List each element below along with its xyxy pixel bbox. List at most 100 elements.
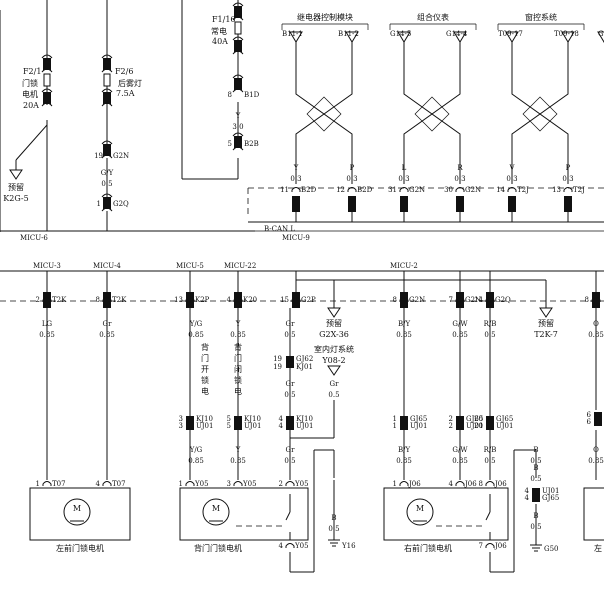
b-wire3-size: 0.5 [530,523,541,531]
kj10-1-p2: 5 [227,422,231,430]
fuse1-name-0: 门锁 [22,78,38,88]
motor-conn-0-pin: 1 [36,480,40,488]
bottom-wire-7-color: R/B [484,320,497,328]
gj65-2-p2: 20 [474,422,483,430]
motor-title-1: 背门门锁电机 [194,543,242,553]
mid-wire-color: Gr [286,380,296,388]
motor-conn-3-label: Y05 [242,480,257,488]
motor-conn-5-pin: 1 [393,480,397,488]
bottom-conn-block-1 [103,292,111,308]
top-conn-0-pin: 11 [280,186,289,194]
lower-wire-7-size: 0.85 [588,457,604,465]
fuse1-id: F2/1 [23,67,41,76]
fuse-f2-1-top [43,58,51,70]
gj65-2-n2: UJ01 [496,422,513,430]
bottom-conn-7-label: G2Q [495,296,511,304]
top-pin-5: T09-18 [554,30,579,38]
kj62-block [286,356,294,368]
reserve-t2k-1: T2K-7 [534,330,558,339]
lower-conn-1-pin: 7 [479,542,483,550]
micu6-label: MICU-6 [20,234,48,242]
pin-triangle-3 [453,31,467,43]
pin-triangle-4 [505,31,519,43]
kj10-1 [234,416,242,430]
bottom-conn-2-label: K2P [195,296,210,304]
micu-1: MICU-4 [93,262,121,270]
wire-y-30-color: Y [235,112,241,120]
room-light-label-0: 室内灯系统 [314,344,354,354]
back-open-label-1: 门 [201,353,209,363]
b1d-pin: 8 [228,91,232,99]
pin-triangle-6 [597,31,604,43]
motor-letter-0: M [73,504,81,513]
top-conn-2-pin: 31 [388,186,397,194]
gj65-0 [400,416,408,430]
b2b-pin: 5 [228,140,232,148]
kj10-2-n2: UJ01 [296,422,313,430]
motor-letter-1: M [212,504,220,513]
motor-conn-1-pin: 4 [96,480,101,488]
top-wire-4-size: 0.3 [506,175,517,183]
fuse3-name-0: 常电 [211,26,227,36]
uj01-block [532,488,540,502]
kj10-1-n1: KJ10 [244,415,261,423]
top-wire-1-color: P [350,164,355,172]
bottom-conn-3-pin: 4 [227,296,232,304]
bottom-conn-4-pin: 15 [280,296,289,304]
room-wire-color: Gr [330,380,340,388]
b-wire3-color: B [533,512,538,520]
uj01-p2: 4 [525,494,530,502]
back-close-label-4: 电 [234,386,242,396]
conn-b2b [234,136,242,148]
motor-conn-7-pin: 8 [479,480,483,488]
lower-wire-4-color: G/W [452,446,468,454]
top-block-0 [292,196,300,212]
conn-g2q [103,197,111,209]
kj10-0-p2: 3 [179,422,183,430]
conn-g2n [103,144,111,156]
bottom-wire-0-color: LG [42,320,53,328]
b-wire2-size: 0.5 [530,475,541,483]
bottom-conn-5-label: G2N [409,296,425,304]
reserve-g2x-0: 预留 [326,318,342,328]
bottom-wire-3-color: Y [235,320,241,328]
gj65-0-n1: GJ65 [410,415,427,423]
ground-g50: G50 [544,545,559,553]
kj62-p2: 19 [273,363,282,371]
motor-conn-1-label: T07 [112,480,126,488]
fuse-f2-1-bot [43,92,51,104]
bottom-conn-8-pin: 8 [585,296,589,304]
reserve-k2g-1: K2G-5 [3,194,28,203]
bottom-conn-block-8 [592,292,600,308]
top-pin-0: B11-1 [282,30,303,38]
gj65-2-p1: 20 [474,415,483,423]
fuse2-id: F2/6 [115,67,133,76]
uj01-p1: 4 [525,487,530,495]
top-conn-3-label: G2N [465,186,481,194]
left-front-lock-motor [29,487,131,541]
bottom-conn-block-4 [292,292,300,308]
room-light-triangle [327,365,341,376]
motor-conn-5-label: J06 [408,480,421,488]
gj65-2 [486,416,494,430]
g2n-pin: 19 [94,152,103,160]
lower-conn-1-label: J06 [494,542,507,550]
bottom-wire-6-color: G/W [452,320,468,328]
fuse-f2-6 [103,73,111,87]
kj10-0-p1: 3 [179,415,183,423]
fuse2-amp: 7.5A [116,89,135,98]
bottom-wire-8-color: O [593,320,599,328]
gj65-1-p2: 2 [449,422,453,430]
top-conn-1-pin: 12 [336,186,345,194]
top-pin-4: T09-17 [498,30,523,38]
fuse-f2-6-top [103,58,111,70]
kj10-2 [286,416,294,430]
room-wire-size: 0.5 [328,391,339,399]
gj65-1-n2: UJ01 [466,422,483,430]
top-conn-5-label: T2J [573,186,585,194]
kj62-n1: GJ62 [296,355,313,363]
gj65-1-p1: 2 [449,415,453,423]
bottom-wire-5-size: 0.85 [396,331,412,339]
bottom-conn-block-3 [234,292,242,308]
